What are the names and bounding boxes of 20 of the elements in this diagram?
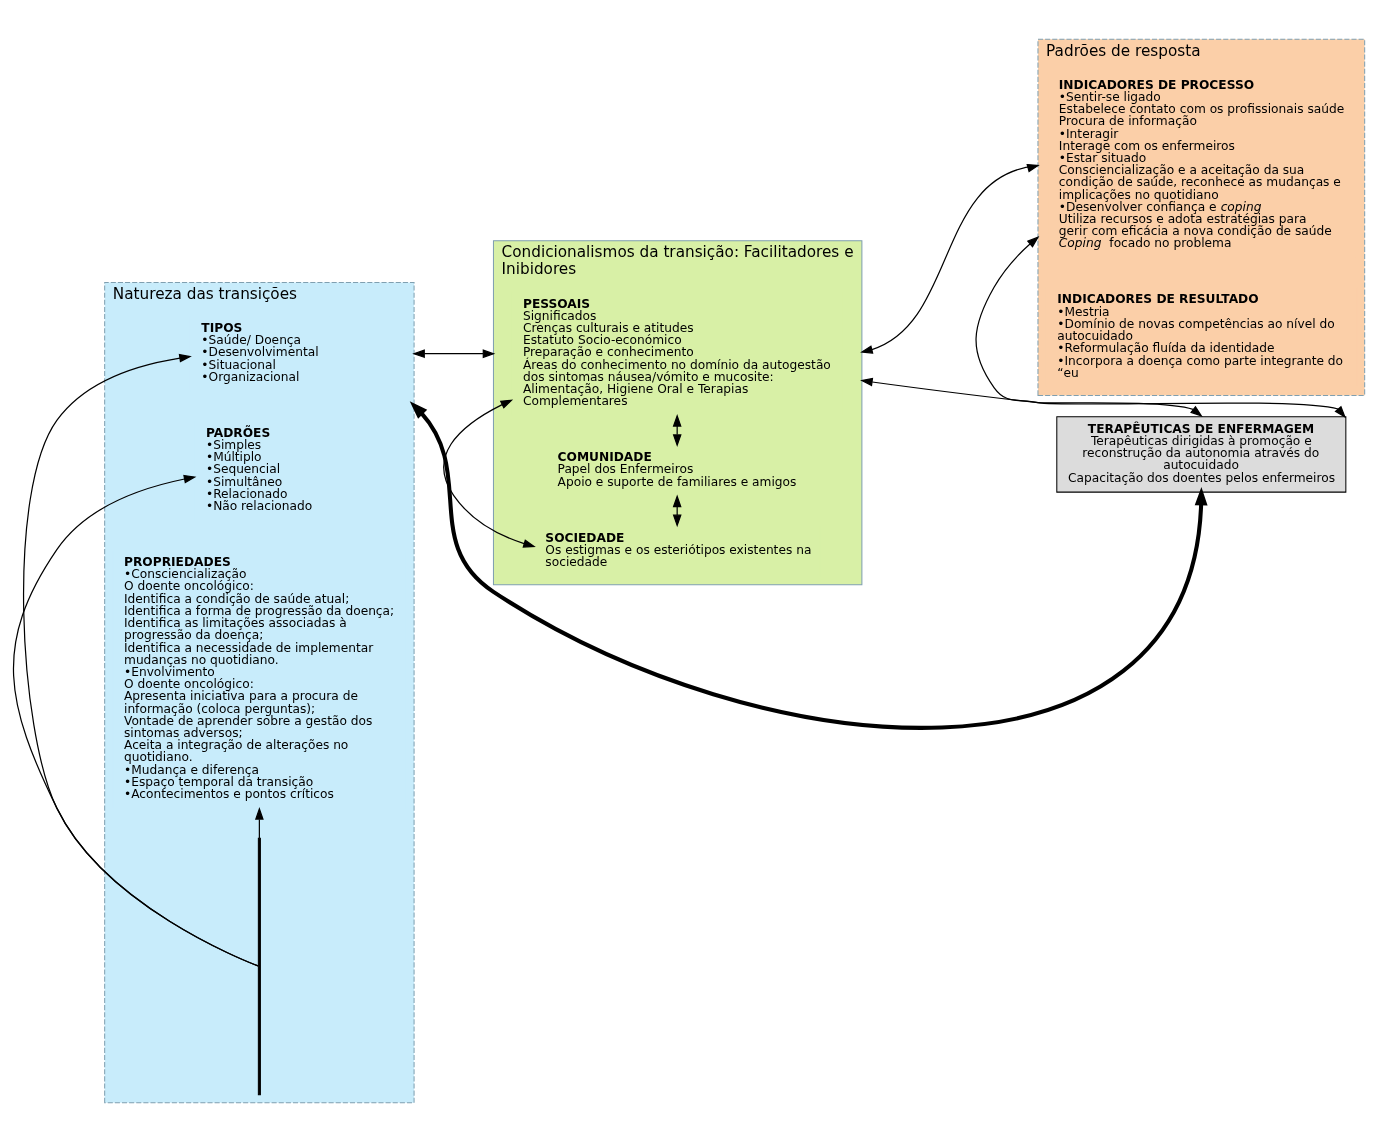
node-text: SOCIEDADE Os estigmas e os esteriótipos existentes na sociedade <box>544 530 811 570</box>
arrow <box>672 494 682 528</box>
node-text: COMUNIDADE Papel dos Enfermeiros Apoio e suporte de familiares e amigos <box>557 450 796 489</box>
arrow <box>409 401 1208 730</box>
arrow <box>672 414 682 447</box>
node-text: INDICADORES DE PROCESSO •Sentir-se ligado Estabelece contato com os profissionais saúde Procura de informação •Interagir Interage com os enfermeiros •Estar situado Consciencialização e a aceitação da sua condição de saúde, reconhece as mudanças e implicações no quotidiano •Desenvolver confiança e coping Utiliza recursos e adota estratégias para gerir com eficácia a nova condição de saúde Coping focado no problema <box>1058 77 1344 251</box>
node-text: TIPOS •Saúde/ Doença •Desenvolvimental •Situacional •Organizacional <box>200 320 319 384</box>
arrow <box>12 474 259 967</box>
node-box: TERAPÊUTICAS DE ENFERMAGEM Terapêuticas dirigidas à promoção e reconstrução da autonomia através do autocuidado Capacitação dos doentes pelos enfermeiros <box>1055 416 1346 493</box>
arrow <box>974 236 1346 419</box>
arrow <box>859 377 1203 417</box>
node-text: PADRÕES •Simples •Múltiplo •Sequencial •Simultâneo •Relacionado •Não relacionado <box>205 425 312 514</box>
arrow <box>411 349 495 359</box>
node-bar <box>257 837 261 1096</box>
arrow <box>442 399 536 548</box>
node-text: PESSOAIS Significados Crenças culturais e atitudes Estatuto Socio-económico Preparação e conhecimento Áreas do conhecimento no domínio da autogestão dos sintomas náusea/vómito e mucosite: Alimentação, Higiene Oral e Terapias Complementares <box>522 296 831 409</box>
node-text: INDICADORES DE RESULTADO •Mestria •Domínio de novas competências ao nível do autocuidado •Reformulação fluída da identidade •Incorpora a doença como parte integrante do “eu <box>1056 292 1343 380</box>
arrow <box>859 163 1040 354</box>
arrow <box>254 807 264 839</box>
node-text: PROPRIEDADES •Consciencialização O doente oncológico: Identifica a condição de saúde atual; Identifica a forma de progressão da doença; Identifica as limitações associadas à progressão da doença; Identifica a necessidade de implementar mudanças no quotidiano. •Envolvimento O doente oncológico: Apresenta iniciativa para a procura de informação (coloca perguntas); Vontade de aprender sobre a gestão dos sintomas adversos; Aceita a integração de alterações no quotidiano. •Mudança e diferença •Espaço temporal da transição •Acontecimentos e pontos críticos <box>123 555 394 802</box>
